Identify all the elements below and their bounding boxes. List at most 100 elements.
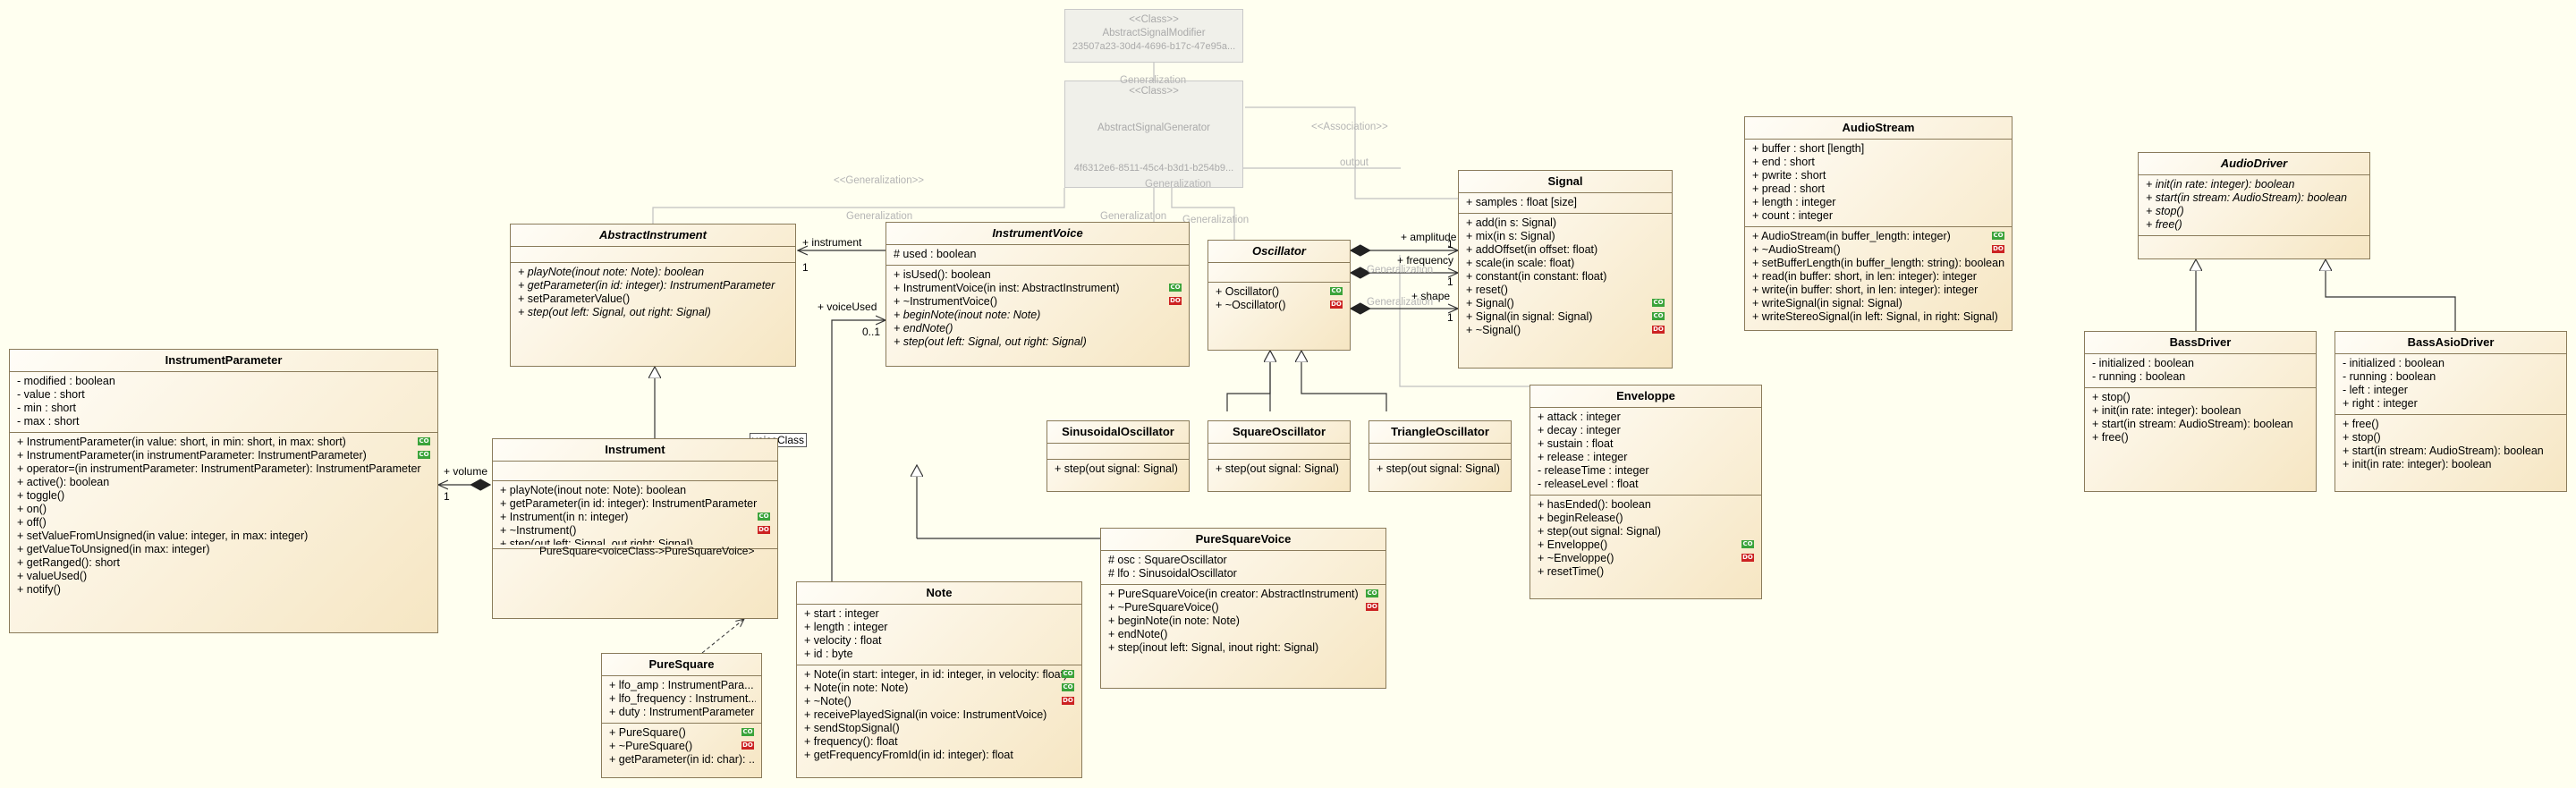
- class-name: AudioDriver: [2139, 153, 2369, 175]
- operation-text: + ~Oscillator(): [1216, 299, 1286, 311]
- class-instrument-parameter[interactable]: InstrumentParameter - modified : boolean…: [9, 349, 438, 633]
- destructor-badge: DO: [1741, 554, 1754, 562]
- abstract-signal-modifier-ghost: <<Class>> AbstractSignalModifier 23507a2…: [1064, 9, 1243, 63]
- destructor-badge: DO: [1366, 603, 1378, 611]
- operation-row: + AudioStream(in buffer_length: integer)…: [1752, 230, 2006, 243]
- generalization-label: Generalization: [1145, 179, 1212, 190]
- ghost-id: 4f6312e6-8511-45c4-b3d1-b254b9...: [1073, 163, 1234, 174]
- attribute-row: - initialized : boolean: [2092, 357, 2194, 369]
- attribute-row: + count : integer: [1752, 209, 1833, 222]
- class-bass-driver[interactable]: BassDriver - initialized : boolean - run…: [2084, 331, 2317, 492]
- constructor-badge: CO: [1330, 287, 1343, 295]
- attribute-row: - left : integer: [2343, 384, 2408, 396]
- operation-row: + ~InstrumentVoice()DO: [894, 295, 1183, 309]
- operation-row: + ~PureSquareVoice()DO: [1108, 601, 1380, 614]
- class-enveloppe[interactable]: Enveloppe + attack : integer + decay : i…: [1530, 385, 1762, 599]
- operation-row: + PureSquareVoice(in creator: AbstractIn…: [1108, 588, 1380, 601]
- class-abstract-instrument[interactable]: AbstractInstrument + playNote(inout note…: [510, 224, 796, 367]
- class-name: Signal: [1459, 171, 1672, 193]
- shape-role-label: + shape: [1411, 290, 1451, 302]
- operation-row: + setParameterValue(): [518, 292, 631, 305]
- operation-row: + beginNote(inout note: Note): [894, 309, 1041, 321]
- attribute-row: + lfo_amp : InstrumentPara...: [609, 679, 754, 691]
- operation-row: + Instrument(in n: integer)CO: [500, 511, 772, 524]
- output-label: output: [1340, 157, 1368, 168]
- shape-multiplicity: 1: [1447, 311, 1453, 324]
- operation-text: + PureSquare(): [609, 726, 686, 739]
- operation-section: + step(out signal: Signal): [1369, 460, 1511, 479]
- class-audio-driver[interactable]: AudioDriver + init(in rate: integer): bo…: [2138, 152, 2370, 259]
- class-signal[interactable]: Signal + samples : float [size] + add(in…: [1458, 170, 1673, 369]
- operation-row: + stop(): [2343, 431, 2381, 444]
- destructor-badge: DO: [758, 526, 770, 534]
- class-bass-asio-driver[interactable]: BassAsioDriver - initialized : boolean -…: [2334, 331, 2567, 492]
- operation-row: + ~AudioStream()DO: [1752, 243, 2006, 257]
- class-name: AudioStream: [1745, 117, 2012, 140]
- amplitude-multiplicity: 1: [1447, 238, 1453, 250]
- association-stereotype-label: <<Association>>: [1311, 122, 1388, 132]
- class-audio-stream[interactable]: AudioStream + buffer : short [length] + …: [1744, 116, 2012, 331]
- attribute-row: + velocity : float: [804, 634, 882, 647]
- operation-row: + writeSignal(in signal: Signal): [1752, 297, 1902, 309]
- operation-row: + stop(): [2092, 391, 2131, 403]
- attribute-row: + pread : short: [1752, 182, 1825, 195]
- class-name: SinusoidalOscillator: [1047, 421, 1189, 444]
- operation-row: + getFrequencyFromId(in id: integer): fl…: [804, 749, 1013, 761]
- attribute-section: [511, 247, 795, 263]
- attribute-row: + decay : integer: [1538, 424, 1621, 436]
- attribute-row: + buffer : short [length]: [1752, 142, 1865, 155]
- operation-row: + endNote(): [1108, 628, 1168, 640]
- class-instrument-voice[interactable]: InstrumentVoice # used : boolean + isUse…: [886, 222, 1190, 367]
- operation-row: + ~PureSquare()DO: [609, 740, 756, 753]
- class-name: BassAsioDriver: [2335, 332, 2566, 354]
- attribute-section: # osc : SquareOscillator # lfo : Sinusoi…: [1101, 551, 1385, 585]
- class-sinusoidal-oscillator[interactable]: SinusoidalOscillator + step(out signal: …: [1046, 420, 1190, 492]
- class-triangle-oscillator[interactable]: TriangleOscillator + step(out signal: Si…: [1368, 420, 1512, 492]
- destructor-badge: DO: [1169, 297, 1182, 305]
- class-pure-square-voice[interactable]: PureSquareVoice # osc : SquareOscillator…: [1100, 528, 1386, 689]
- class-square-oscillator[interactable]: SquareOscillator + step(out signal: Sign…: [1208, 420, 1351, 492]
- operation-row: + beginRelease(): [1538, 512, 1623, 524]
- attribute-section: [1208, 444, 1350, 460]
- operation-row: + Note(in start: integer, in id: integer…: [804, 668, 1076, 682]
- class-note[interactable]: Note + start : integer + length : intege…: [796, 581, 1082, 778]
- constructor-badge: CO: [1169, 284, 1182, 292]
- operation-row: + isUsed(): boolean: [894, 268, 991, 281]
- destructor-badge: DO: [1330, 301, 1343, 309]
- attribute-section: [1369, 444, 1511, 460]
- operation-text: + Signal(): [1466, 297, 1514, 309]
- class-oscillator[interactable]: Oscillator + Oscillator()CO + ~Oscillato…: [1208, 240, 1351, 351]
- operation-row: + getParameter(in id: char): ...: [609, 753, 756, 766]
- operation-row: + sendStopSignal(): [804, 722, 900, 734]
- destructor-badge: DO: [741, 741, 754, 750]
- class-name: TriangleOscillator: [1369, 421, 1511, 444]
- constructor-badge: CO: [1741, 540, 1754, 548]
- operation-text: + Note(in start: integer, in id: integer…: [804, 668, 1068, 681]
- instrument-multiplicity: 1: [802, 261, 809, 274]
- frequency-multiplicity: 1: [1447, 275, 1453, 288]
- operation-row: + step(out signal: Signal): [1216, 462, 1339, 475]
- attribute-row: - releaseLevel : float: [1538, 478, 1639, 490]
- operation-row: + free(): [2092, 431, 2129, 444]
- class-pure-square[interactable]: PureSquare + lfo_amp : InstrumentPara...…: [601, 653, 762, 778]
- operation-row: + writeStereoSignal(in left: Signal, in …: [1752, 310, 1998, 323]
- class-name: Note: [797, 582, 1081, 605]
- operation-row: + Note(in note: Note)CO: [804, 682, 1076, 695]
- operation-section: + hasEnded(): boolean + beginRelease() +…: [1530, 496, 1761, 582]
- operation-row: + start(in stream: AudioStream): boolean: [2146, 191, 2347, 204]
- attribute-section: [493, 462, 777, 481]
- operation-section: + isUsed(): boolean + InstrumentVoice(in…: [886, 266, 1189, 352]
- attribute-row: + id : byte: [804, 648, 853, 660]
- attribute-row: - min : short: [17, 402, 76, 414]
- operation-row: + Signal(in signal: Signal)CO: [1466, 310, 1666, 324]
- attribute-section: - initialized : boolean - running : bool…: [2085, 354, 2316, 388]
- amplitude-role-label: + amplitude: [1401, 231, 1457, 243]
- class-instrument[interactable]: Instrument + playNote(inout note: Note):…: [492, 438, 778, 619]
- operation-row: + off(): [17, 516, 47, 529]
- generalization-label: Generalization: [1182, 215, 1250, 225]
- destructor-badge: DO: [1062, 697, 1074, 705]
- operation-section: + Note(in start: integer, in id: integer…: [797, 665, 1081, 766]
- generalization-label: Generalization: [1367, 265, 1434, 275]
- operation-section: + InstrumentParameter(in value: short, i…: [10, 433, 437, 600]
- operation-row: + getParameter(in id: integer): Instrume…: [500, 497, 758, 510]
